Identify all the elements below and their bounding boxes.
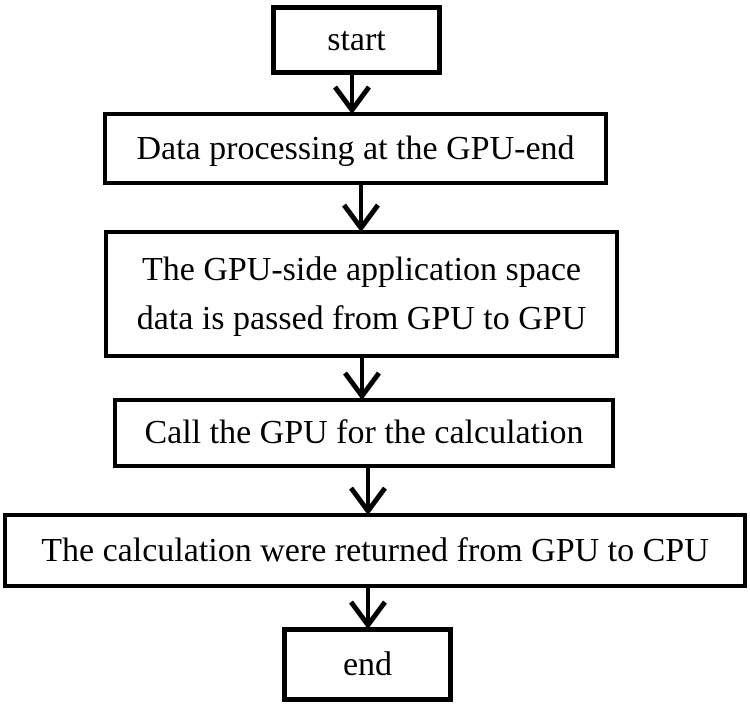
flow-node-label: Call the GPU for the calculation (144, 414, 584, 452)
flow-node-label-line1: The GPU-side application space (141, 250, 582, 288)
flow-node-label: end (342, 645, 393, 683)
flow-node-data-processing: Data processing at the GPU-end (103, 112, 608, 185)
arrow-down-icon (341, 185, 381, 231)
flow-node-label: Data processing at the GPU-end (136, 129, 575, 167)
arrow-down-icon (348, 468, 388, 514)
flow-node-label: The calculation were returned from GPU t… (41, 531, 709, 569)
flow-node-call-gpu: Call the GPU for the calculation (113, 398, 615, 468)
flow-node-end: end (282, 627, 453, 702)
arrow-down-icon (348, 587, 388, 628)
flow-node-start: start (271, 5, 442, 75)
flow-node-label: start (327, 21, 386, 59)
arrow-down-icon (332, 75, 372, 113)
arrow-down-icon (342, 357, 382, 399)
flow-node-label-line2: data is passed from GPU to GPU (136, 300, 587, 337)
flow-node-pass-data: The GPU-side application space data is p… (104, 230, 619, 358)
flow-node-return-results: The calculation were returned from GPU t… (3, 513, 747, 588)
